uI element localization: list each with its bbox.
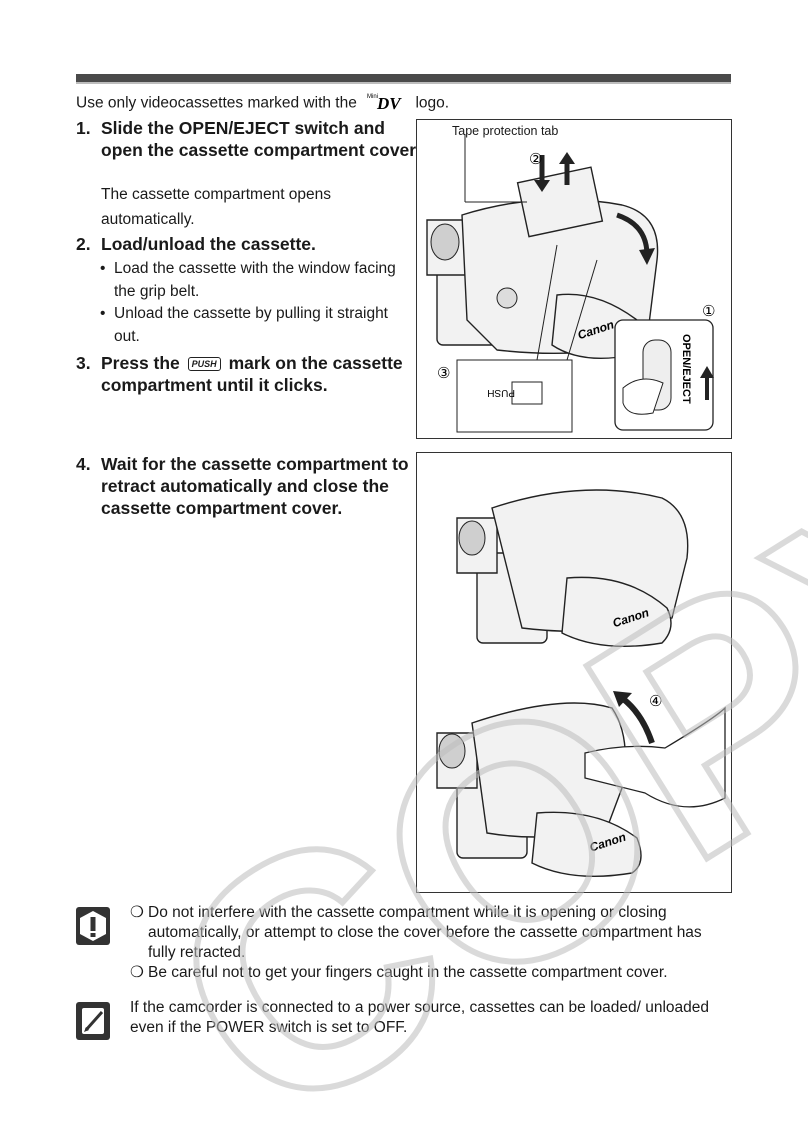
callout-2: ② [529,150,542,168]
figure-open-cassette: Canon OPEN/EJECT PUSH ① ② ③ [416,119,732,439]
open-eject-label: OPEN/EJECT [680,334,692,404]
step-number: 2. [76,234,91,254]
camcorder-open-illustration: Canon OPEN/EJECT PUSH ① ② ③ [426,134,715,433]
note-pencil-icon [76,1002,110,1040]
push-key-icon: PUSH [187,357,221,371]
step-1-desc: The cassette compartment opens automatic… [101,186,332,228]
intro-line: Use only videocassettes marked with the … [76,91,449,116]
step-title: Wait for the cassette compartment to ret… [101,454,409,518]
push-label: PUSH [487,387,515,398]
camcorder-close-illustration: Canon Canon ④ [436,489,726,878]
step-title: Load/unload the cassette. [101,234,316,254]
caution-icon [76,907,110,945]
step-number: 4. [76,454,91,474]
callout-3: ③ [437,364,450,382]
minidv-logo-small: Mini [367,94,378,100]
callout-4: ④ [649,692,662,710]
tape-protection-tab-label: Tape protection tab [452,124,559,138]
callout-1: ① [702,302,715,320]
intro-text-end: logo. [415,94,450,112]
step-title: Slide the OPEN/EJECT switch and open the… [101,118,420,160]
section-rule [76,74,731,84]
step-number: 3. [76,353,91,373]
figure-close-cassette: Canon Canon ④ [416,452,732,893]
step-number: 1. [76,118,91,138]
info-note: If the camcorder is connected to a power… [130,999,710,1036]
intro-text: Use only videocassettes marked with the [76,94,357,112]
step-title: Press the PUSH mark on the cassette comp… [101,353,403,395]
minidv-logo-main: DV [376,94,402,111]
minidv-logo-icon: Mini DV [367,91,407,116]
